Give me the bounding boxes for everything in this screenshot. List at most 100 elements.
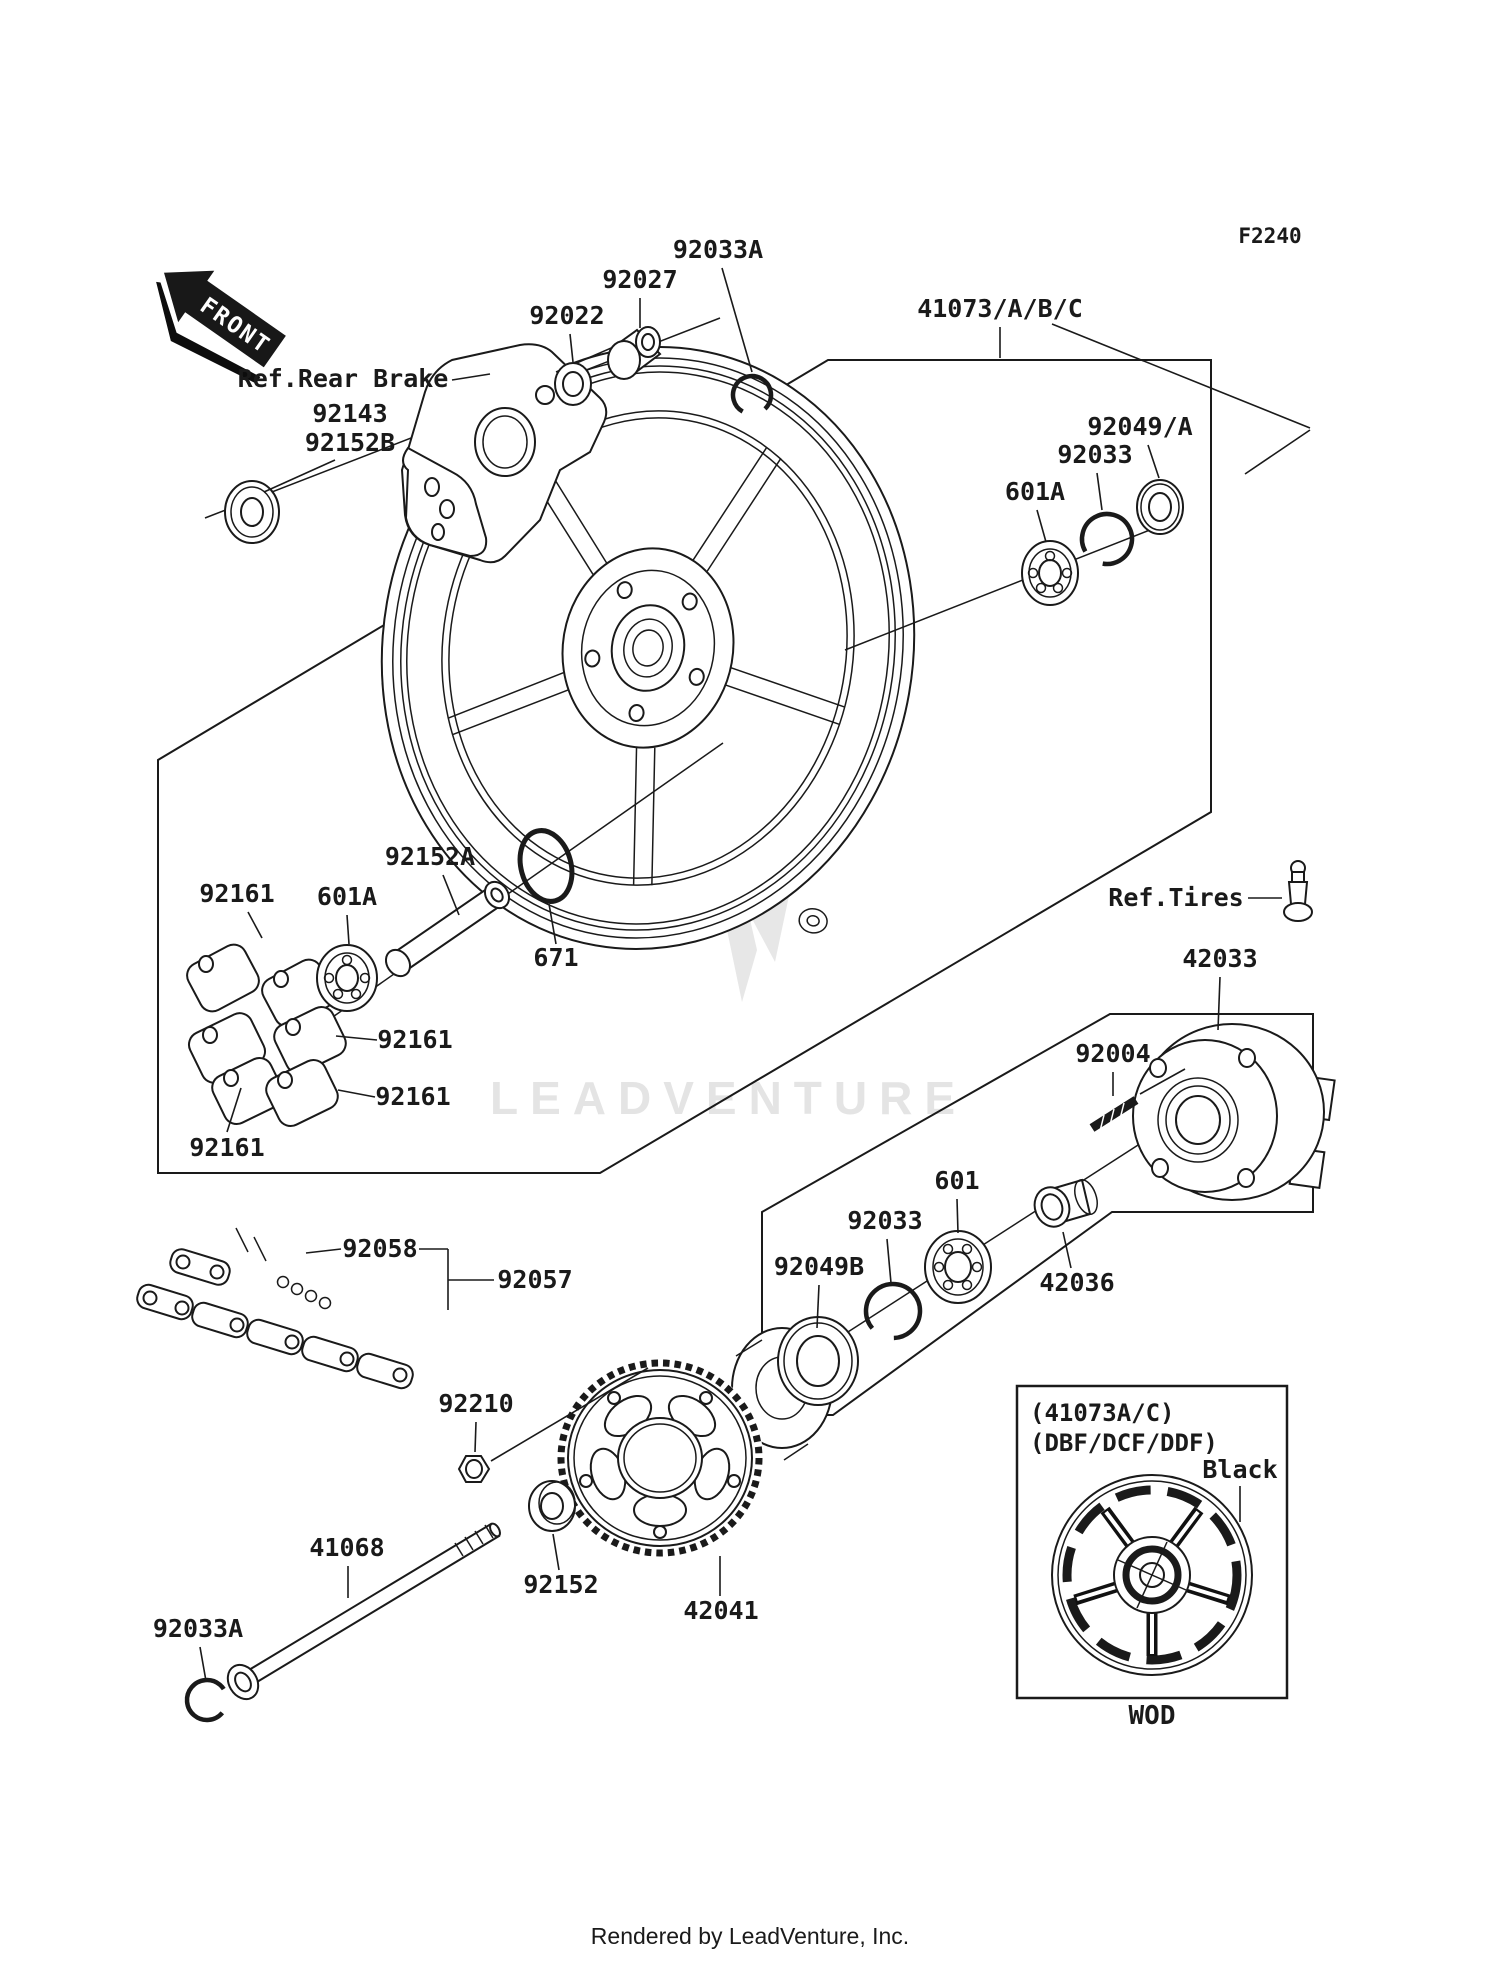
washer-92022-drawing: [554, 362, 592, 406]
part-label-42041: 42041: [683, 1596, 758, 1625]
part-label-92161-a: 92161: [199, 879, 274, 908]
leader-line-92161-d: [226, 1087, 242, 1133]
leader-line-ref-rear-brake: [451, 373, 491, 381]
part-label-black-note: Black: [1202, 1455, 1277, 1484]
inset-wheel-drawing: [1051, 1474, 1253, 1676]
leader-line-92161-c: [337, 1089, 376, 1098]
circlip-92033-right-drawing: [1079, 511, 1135, 567]
leader-line-42036: [1062, 1231, 1072, 1269]
leader-line-92152A: [442, 874, 460, 916]
part-label-92161-b: 92161: [377, 1025, 452, 1054]
part-label-671: 671: [533, 943, 578, 972]
main-panel-outline: [157, 359, 1212, 1174]
leader-line-92033-bottom: [886, 1238, 892, 1284]
leader-line-92033A-bottom: [199, 1646, 207, 1682]
part-label-92152A: 92152A: [385, 842, 475, 871]
leader-line-92210: [490, 1367, 649, 1462]
part-label-601: 601: [934, 1166, 979, 1195]
nut-92210-drawing: [457, 1455, 491, 1483]
collar-92143-drawing: [224, 480, 280, 544]
valve-hole: [798, 908, 828, 934]
stud-92004-drawing: [1089, 1096, 1139, 1132]
leader-line-41073-ABC: [1244, 429, 1311, 475]
washer-92152-drawing: [528, 1480, 576, 1532]
leader-line-92210: [474, 1421, 477, 1453]
spacer-92152A-drawing: [384, 880, 511, 978]
part-label-ref-rear-brake: Ref.Rear Brake: [238, 364, 449, 393]
part-label-92033A-top: 92033A: [673, 235, 763, 264]
part-label-92022: 92022: [529, 301, 604, 330]
collar-42036-drawing: [1033, 1178, 1098, 1228]
part-label-92161-d: 92161: [189, 1133, 264, 1162]
leader-line-92049B: [816, 1284, 820, 1329]
sprocket-42041-drawing: [557, 1359, 763, 1557]
leader-line-92004: [1139, 1068, 1186, 1095]
part-label-92049-A: 92049/A: [1087, 412, 1192, 441]
valve-hole-inner: [806, 915, 820, 927]
leader-line-601: [956, 1198, 959, 1234]
inset-title-line1: (41073A/C): [1030, 1399, 1175, 1427]
footer-credit: Rendered by LeadVenture, Inc.: [591, 1923, 909, 1949]
circlip-92033A-top-drawing: [730, 373, 774, 417]
leader-line-41073-ABC: [1051, 323, 1311, 429]
leader-line-601A-right: [1036, 509, 1047, 543]
bushing-92027-drawing: [607, 326, 662, 380]
bearing-601A-left-drawing: [316, 944, 378, 1012]
leader-line-671: [548, 903, 557, 945]
part-label-92058: 92058: [342, 1234, 417, 1263]
leader-line-92161-b: [335, 1035, 378, 1041]
leader-line-92152: [552, 1533, 560, 1571]
leader-line-92033-right: [1096, 472, 1103, 511]
part-label-92161-c: 92161: [375, 1082, 450, 1111]
part-label-92210: 92210: [438, 1389, 513, 1418]
bearing-601-drawing: [924, 1230, 992, 1304]
part-label-ref-tires: Ref.Tires: [1108, 883, 1243, 912]
part-label-42033: 42033: [1182, 944, 1257, 973]
part-label-92152: 92152: [523, 1570, 598, 1599]
seal-92049A-drawing: [1136, 479, 1184, 535]
part-label-601A-left: 601A: [317, 882, 377, 911]
part-label-92057: 92057: [497, 1265, 572, 1294]
part-label-92143: 92143: [312, 399, 387, 428]
front-arrow-extrusion: [156, 281, 261, 384]
leader-line-92058: [305, 1248, 342, 1254]
leader-line-92161-a: [247, 911, 263, 939]
leader-line-92049-A: [1147, 444, 1160, 479]
bearing-601A-right-drawing: [1021, 540, 1079, 606]
part-label-92027: 92027: [602, 265, 677, 294]
part-label-92033-right: 92033: [1057, 440, 1132, 469]
part-label-601A-right: 601A: [1005, 477, 1065, 506]
circlip-92033-bottom-drawing: [863, 1281, 923, 1341]
part-label-92049B: 92049B: [774, 1252, 864, 1281]
front-arrow-icon: [162, 269, 288, 370]
leader-line-601A-left: [346, 914, 350, 945]
part-label-92033A-bottom: 92033A: [153, 1614, 243, 1643]
inset-box: (41073A/C) (DBF/DCF/DDF): [1015, 1384, 1289, 1731]
leader-line-92022: [569, 333, 574, 363]
circlip-92033A-bottom-drawing: [184, 1677, 230, 1723]
part-label-42036: 42036: [1039, 1268, 1114, 1297]
coupling-42033-drawing: [1132, 1023, 1336, 1201]
valve-stem-drawing: [1283, 860, 1313, 922]
axle-41068-drawing: [226, 1522, 501, 1701]
seal-92049B-drawing: [777, 1316, 859, 1406]
part-label-92152B: 92152B: [305, 428, 395, 457]
part-label-92033-bottom: 92033: [847, 1206, 922, 1235]
watermark-text: LEADVENTURE: [490, 1072, 967, 1124]
part-label-41068: 41068: [309, 1533, 384, 1562]
leader-line-92152B: [263, 459, 336, 493]
part-label-41073-ABC: 41073/A/B/C: [917, 294, 1083, 323]
part-label-92004: 92004: [1075, 1039, 1150, 1068]
leader-line-42033: [1217, 976, 1221, 1031]
leader-line-92033A-top: [721, 267, 753, 373]
cush-dampers-92161-drawing: [186, 943, 347, 1128]
inset-variant-code: WOD: [1129, 1701, 1176, 1731]
wheel-hub: [561, 547, 735, 749]
oring-671-drawing: [517, 828, 575, 904]
caliper-bracket-drawing: [400, 331, 649, 564]
figure-code: F2240: [1238, 224, 1301, 248]
chain-drawing: [136, 1227, 414, 1390]
